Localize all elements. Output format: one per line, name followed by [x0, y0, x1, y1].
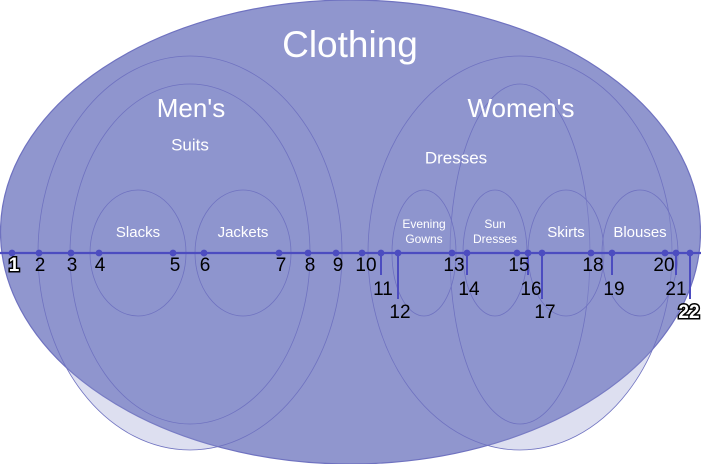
boundary-number-21: 21 [665, 279, 686, 300]
set-label-skirts: Skirts [547, 224, 585, 241]
set-label-clothing: Clothing [282, 24, 418, 65]
boundary-number-18: 18 [582, 255, 603, 276]
boundary-number-7: 7 [276, 255, 287, 276]
boundary-dot-19[interactable] [608, 249, 616, 257]
boundary-dot-5[interactable] [169, 249, 177, 257]
boundary-number-15: 15 [508, 255, 529, 276]
boundary-number-11: 11 [373, 279, 393, 300]
boundary-number-17: 17 [534, 302, 555, 323]
boundary-dot-22[interactable] [686, 249, 694, 257]
set-label-jackets: Jackets [218, 224, 269, 241]
boundary-number-19: 19 [603, 279, 624, 300]
set-label-dresses: Dresses [425, 148, 487, 167]
boundary-dot-6[interactable] [200, 249, 208, 257]
boundary-dot-21[interactable] [672, 249, 680, 257]
boundary-number-8: 8 [305, 255, 316, 276]
boundary-dot-8[interactable] [304, 249, 312, 257]
boundary-number-4: 4 [95, 255, 106, 276]
boundary-dot-12[interactable] [394, 249, 402, 257]
boundary-dot-7[interactable] [275, 249, 283, 257]
boundary-number-5: 5 [170, 255, 181, 276]
boundary-dot-15[interactable] [513, 249, 521, 257]
boundary-dot-4[interactable] [95, 249, 103, 257]
number-line-layer [0, 249, 701, 299]
boundary-number-16: 16 [520, 279, 541, 300]
boundary-number-22: 22 [678, 302, 699, 323]
boundary-number-3: 3 [67, 255, 78, 276]
boundary-dot-16[interactable] [524, 249, 532, 257]
boundary-number-9: 9 [333, 255, 344, 276]
set-label-blouses: Blouses [613, 224, 666, 241]
boundary-dot-13[interactable] [448, 249, 456, 257]
set-label-slacks: Slacks [116, 224, 160, 241]
boundary-dot-2[interactable] [35, 249, 43, 257]
boundary-number-14: 14 [458, 279, 480, 300]
boundary-number-1: 1 [9, 255, 20, 276]
set-label-men-s: Men's [157, 93, 226, 123]
boundary-dot-1[interactable] [8, 249, 16, 257]
boundary-dot-9[interactable] [332, 249, 340, 257]
boundary-dot-20[interactable] [661, 249, 669, 257]
set-label-suits: Suits [171, 135, 209, 154]
boundary-dot-17[interactable] [538, 249, 546, 257]
boundary-dot-3[interactable] [67, 249, 75, 257]
boundary-dot-10[interactable] [358, 249, 366, 257]
boundary-number-20: 20 [653, 255, 674, 276]
boundary-dot-14[interactable] [463, 249, 471, 257]
boundary-number-12: 12 [389, 302, 410, 323]
boundary-number-10: 10 [355, 255, 376, 276]
boundary-number-13: 13 [443, 255, 464, 276]
boundary-number-6: 6 [200, 255, 211, 276]
boundary-dot-18[interactable] [587, 249, 595, 257]
boundary-number-2: 2 [35, 255, 46, 276]
boundary-dot-11[interactable] [377, 249, 385, 257]
set-label-women-s: Women's [467, 93, 574, 123]
